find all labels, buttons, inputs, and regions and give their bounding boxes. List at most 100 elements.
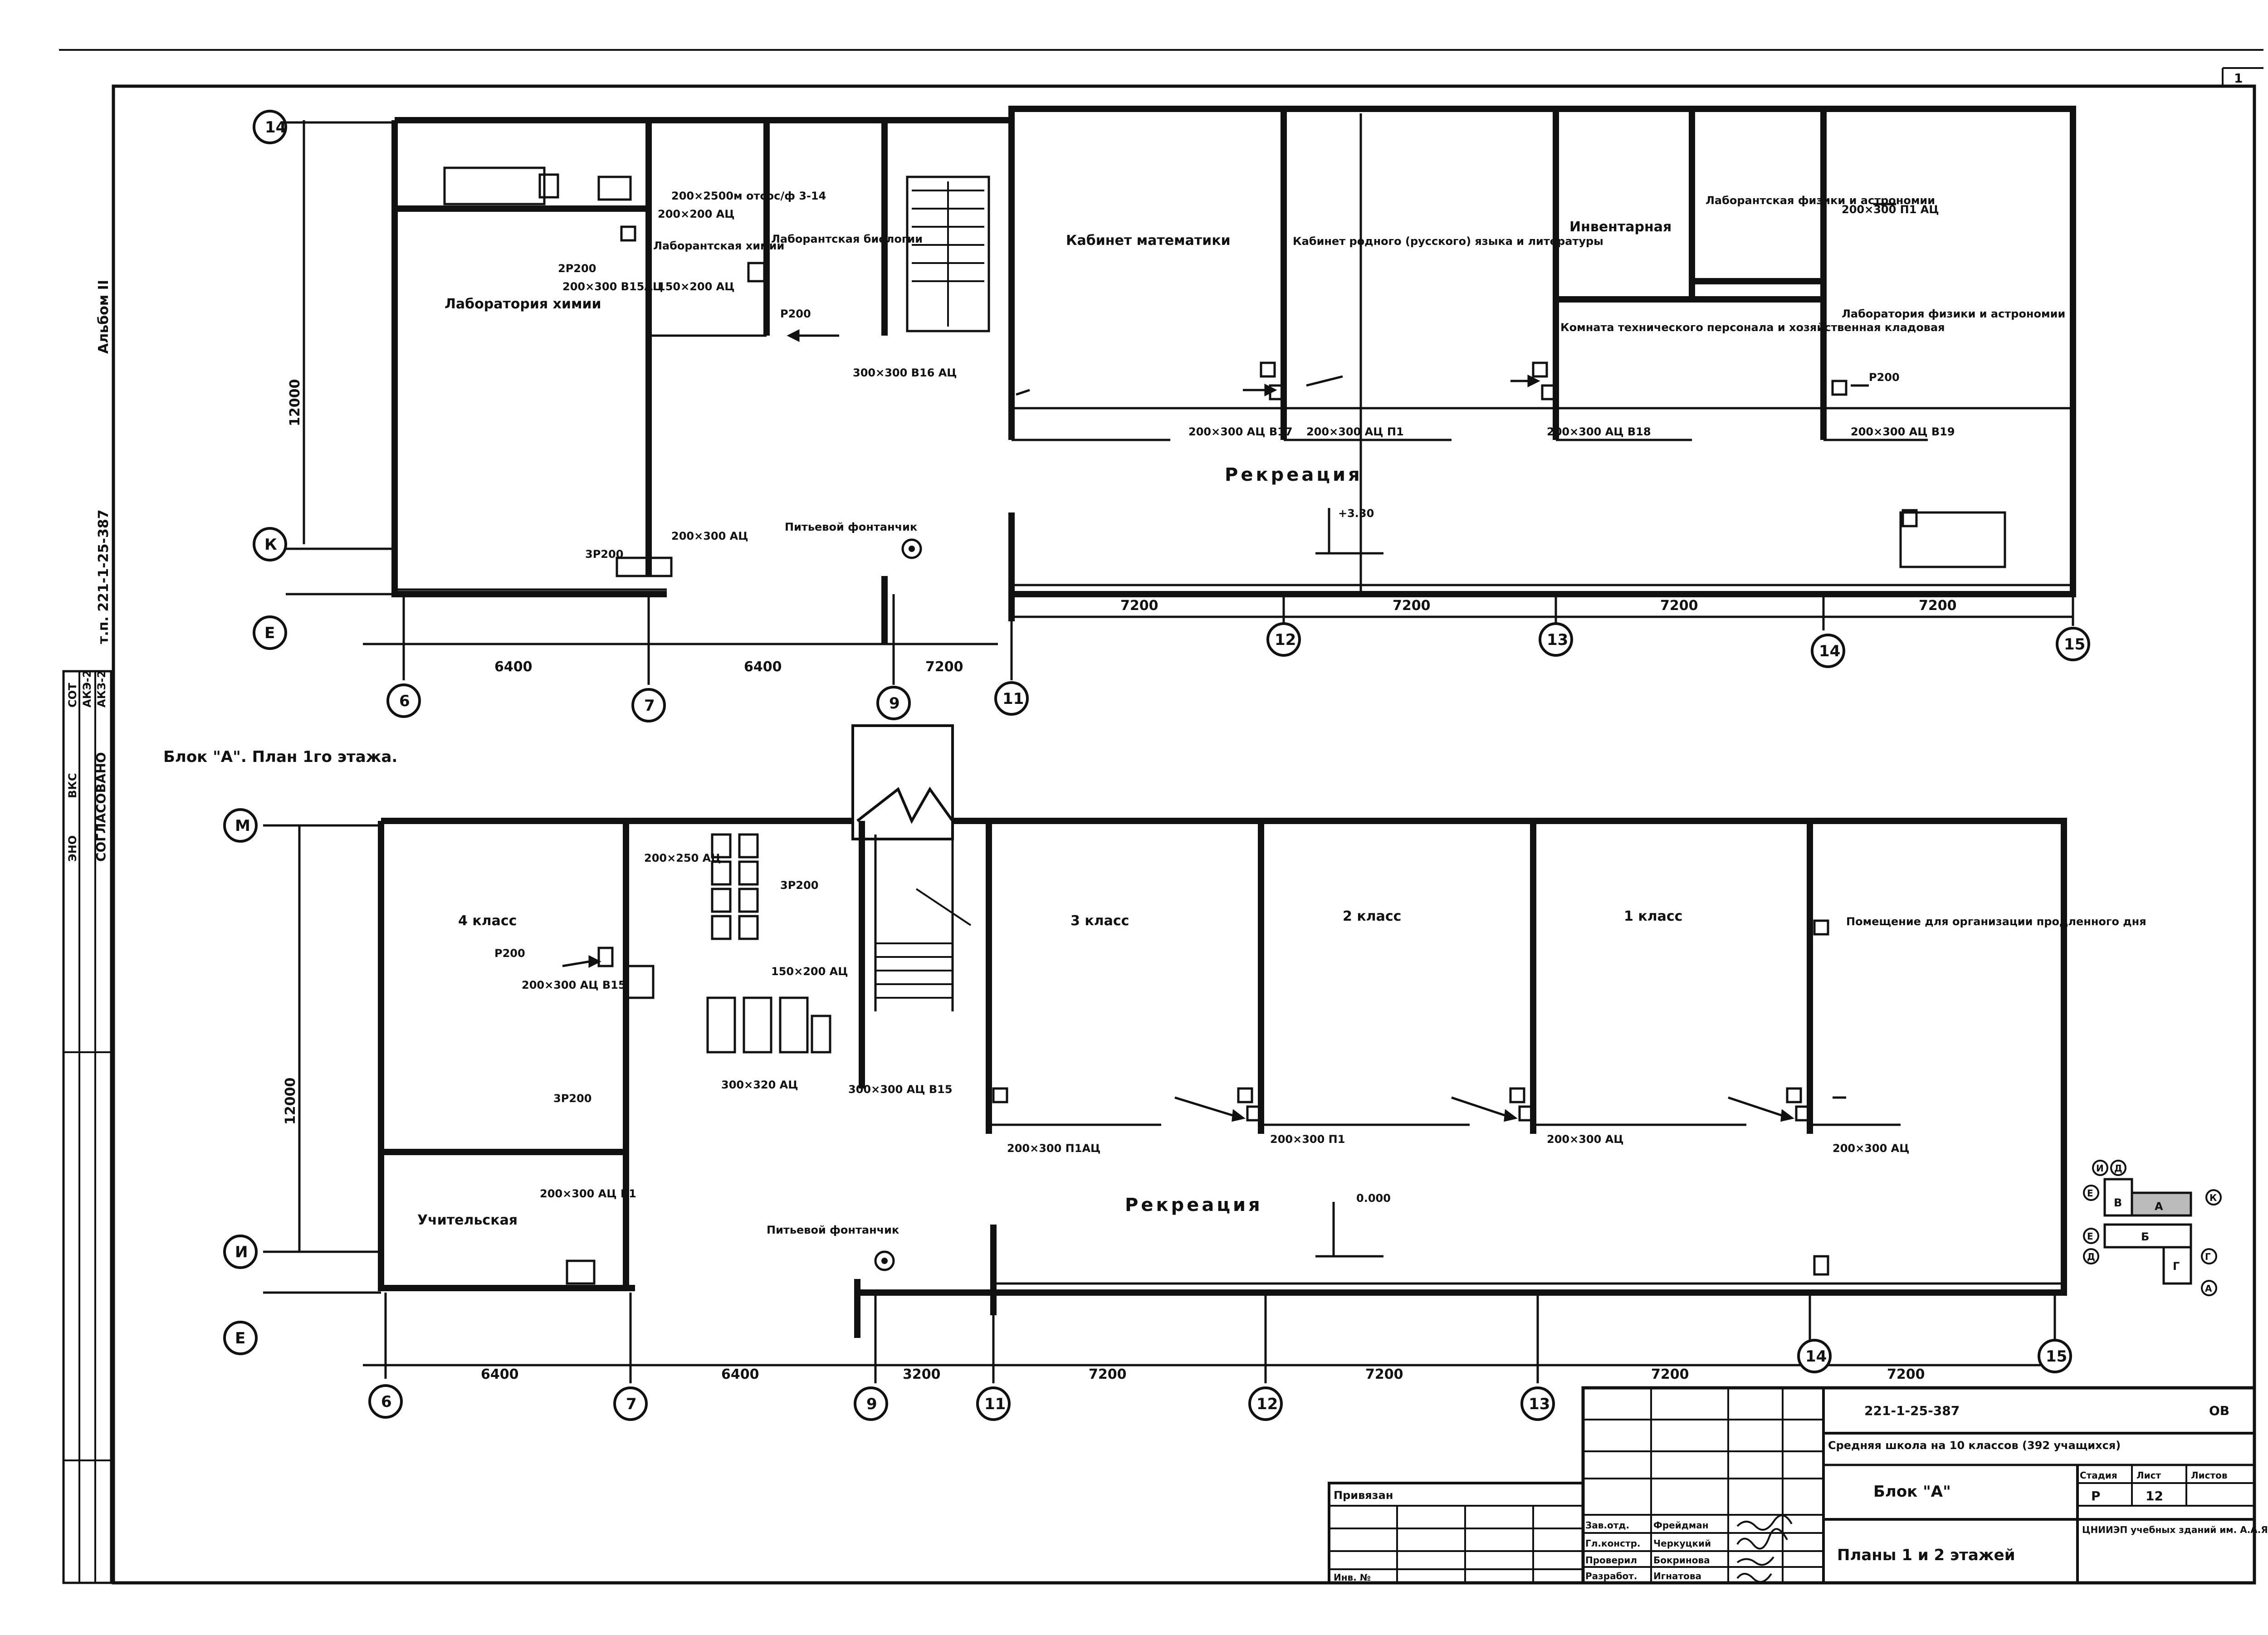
key-axis-3: Е	[2087, 1188, 2093, 1199]
upper-axis-col-3: 9	[889, 694, 900, 713]
upper-axis-row-2: К	[264, 536, 277, 554]
lower-plan-title: Блок "А". План 1го этажа.	[163, 748, 397, 766]
key-plan: В А Б Г И Д Е К Е Д Г А	[2083, 1160, 2222, 1296]
room-class4: 4 класс	[458, 913, 517, 929]
tb-sheet-label: Лист	[2136, 1470, 2161, 1481]
lower-dim-1: 6400	[481, 1367, 519, 1382]
lower-duct-8: 200×300 П1АЦ	[1007, 1142, 1100, 1155]
tb-org: ЦНИИЭП учебных зданий им. А.А.Яковлева	[2082, 1524, 2268, 1535]
lower-duct-9: 200×300 П1	[1270, 1133, 1345, 1146]
upper-duct-2: 200×200 АЦ	[658, 208, 735, 220]
upper-axis-row-3: Е	[264, 624, 275, 642]
tb-stage-label: Стадия	[2080, 1470, 2117, 1481]
upper-axis-col-8: 15	[2064, 635, 2085, 654]
lower-level: 0.000	[1356, 1192, 1391, 1205]
upper-axis-col-2: 7	[644, 697, 655, 715]
lower-dim-6: 7200	[1651, 1367, 1689, 1382]
tb-name-4: Игнатова	[1653, 1571, 1701, 1581]
lower-axis-col-4: 11	[984, 1395, 1006, 1413]
lower-dim-2: 6400	[721, 1367, 759, 1382]
lower-axis-col-1: 6	[381, 1393, 392, 1411]
upper-duct-10: 200×300 АЦ В18	[1547, 425, 1651, 438]
lower-duct-4: 300×320 АЦ	[721, 1079, 798, 1091]
upper-fountain: Питьевой фонтанчик	[785, 521, 917, 533]
tb-section: ОВ	[2209, 1403, 2229, 1418]
key-axis-7: Г	[2205, 1251, 2211, 1262]
lower-axis-row-1: М	[235, 817, 250, 835]
room-inventory: Инвентарная	[1569, 219, 1672, 235]
lower-fountain: Питьевой фонтанчик	[767, 1224, 899, 1236]
lower-duct-12: 3Р200	[553, 1092, 591, 1105]
tb-doc-code: 221-1-25-387	[1864, 1403, 1960, 1418]
upper-axis-row-1: 14	[265, 118, 286, 137]
sheet-number: 1	[2234, 71, 2243, 86]
lower-height-dim: 12000	[283, 1078, 298, 1125]
upper-plan	[253, 106, 2090, 722]
upper-duct-15: 200×300 АЦ	[671, 530, 748, 542]
upper-dim-1: 6400	[494, 659, 533, 675]
upper-dim-7: 7200	[1919, 598, 1957, 614]
upper-duct-4: 200×300 В15АЦ	[562, 280, 663, 293]
upper-duct-8: 200×300 АЦ В17	[1188, 425, 1293, 438]
lower-axis-col-2: 7	[626, 1395, 637, 1413]
key-axis-5: Е	[2087, 1231, 2093, 1242]
upper-duct-9: 200×300 АЦ П1	[1306, 425, 1404, 438]
room-extended-day: Помещение для организации продленного дн…	[1846, 915, 2146, 928]
upper-recreation: Рекреация	[1225, 464, 1363, 485]
stamp-row-2: АКЭ-2	[81, 670, 93, 708]
lower-duct-6: 200×300 АЦ В15	[522, 979, 626, 991]
lower-duct-11: 200×300 АЦ	[1833, 1142, 1910, 1155]
sheet-frame	[112, 84, 2256, 1585]
signatures	[1736, 1514, 1793, 1583]
room-lang: Кабинет родного (русского) языка и литер…	[1293, 235, 1603, 248]
tb-block: Блок "А"	[1873, 1483, 1951, 1501]
key-block-3: Б	[2141, 1230, 2149, 1243]
stamp-agreed: СОГЛАСОВАНО	[93, 752, 108, 862]
room-lab-chem: Лаборатория химии	[445, 296, 601, 312]
key-axis-4: К	[2209, 1192, 2217, 1203]
lower-dim-7: 7200	[1887, 1367, 1925, 1382]
upper-duct-7: 300×300 В16 АЦ	[853, 366, 957, 379]
approval-stamp: СОГЛАСОВАНО АКЗ-2 АКЭ-2 СОТ ВКС ЭНО	[62, 670, 112, 1584]
tb-sheets-label: Листов	[2191, 1470, 2227, 1481]
stamp-row-1: АКЗ-2	[95, 670, 108, 708]
upper-axis-col-4: 11	[1002, 690, 1024, 708]
lower-axis-col-7: 14	[1805, 1347, 1827, 1366]
tb-name-3: Бокринова	[1653, 1555, 1710, 1566]
upper-dim-6: 7200	[1660, 598, 1698, 614]
tb-role-2: Гл.констр.	[1585, 1538, 1640, 1549]
stamp-row-4: ВКС	[66, 773, 79, 798]
room-lab-chem-assist: Лаборантская химии	[653, 239, 784, 252]
lower-axis-row-2: И	[235, 1243, 248, 1261]
lower-duct-3: 150×200 АЦ	[771, 965, 848, 978]
lower-plan-labels: 4 класс 3 класс 2 класс 1 класс Помещени…	[235, 817, 2146, 1413]
lower-plan	[223, 724, 2072, 1421]
tb-role-1: Зав.отд.	[1585, 1520, 1629, 1531]
lower-dim-4: 7200	[1089, 1367, 1127, 1382]
room-teachers: Учительская	[417, 1212, 518, 1228]
upper-axis-col-1: 6	[399, 692, 410, 710]
upper-duct-12: 200×300 П1 АЦ	[1842, 203, 1939, 216]
upper-level: +3.30	[1338, 507, 1374, 520]
upper-height-dim: 12000	[287, 379, 303, 426]
lower-dim-5: 7200	[1365, 1367, 1403, 1382]
lower-axis-row-3: Е	[235, 1329, 245, 1347]
lower-duct-2: 3Р200	[780, 879, 818, 892]
lower-axis-col-8: 15	[2046, 1347, 2067, 1366]
lower-axis-col-3: 9	[866, 1395, 877, 1413]
lower-duct-7: Р200	[494, 947, 525, 960]
lower-recreation: Рекреация	[1125, 1195, 1263, 1215]
upper-axis-col-7: 14	[1819, 642, 1840, 660]
room-tech-staff: Комната технического персонала и хозяйст…	[1560, 321, 1945, 334]
lower-axis-col-6: 13	[1529, 1395, 1550, 1413]
tb-role-4: Разработ.	[1585, 1571, 1637, 1581]
tb-stage: Р	[2091, 1489, 2101, 1503]
upper-dim-5: 7200	[1393, 598, 1431, 614]
stamp-row-3: СОТ	[66, 683, 79, 708]
lower-duct-1: 200×250 АЦ	[644, 852, 721, 864]
upper-plan-labels: Лаборатория химии Лаборантская химии Лаб…	[264, 118, 2085, 715]
upper-duct-11: 200×300 АЦ В19	[1851, 425, 1955, 438]
upper-axis-col-6: 13	[1547, 631, 1568, 649]
room-class1: 1 класс	[1624, 908, 1682, 924]
